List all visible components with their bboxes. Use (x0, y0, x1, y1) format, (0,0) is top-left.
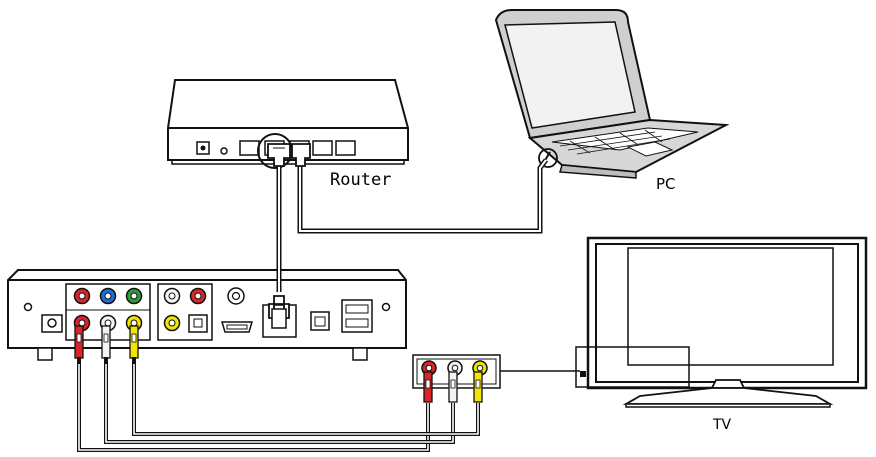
ethernet-plug-icon (267, 143, 291, 167)
rca-plug-yellow-adapter (473, 371, 483, 403)
ethernet-cable-router-pc (297, 158, 548, 234)
rca-plug-icon (74, 325, 84, 364)
rca-cables (77, 362, 480, 452)
rca-plug-red-adapter (423, 371, 433, 403)
pc-label: PC (656, 175, 676, 193)
av-adapter-icon (412, 354, 580, 389)
ethernet-plug-player (268, 295, 290, 329)
router-label: Router (330, 170, 391, 190)
router-icon (167, 79, 409, 169)
ethernet-plug-router-pc (291, 143, 311, 167)
tv-icon (575, 236, 868, 408)
laptop-icon (494, 9, 730, 179)
media-player-icon (7, 269, 407, 361)
rca-plug-white-player (101, 325, 111, 364)
tv-label: TV (712, 417, 732, 433)
rca-plug-white-adapter (448, 371, 458, 403)
rca-plug-yellow-player (129, 325, 139, 364)
